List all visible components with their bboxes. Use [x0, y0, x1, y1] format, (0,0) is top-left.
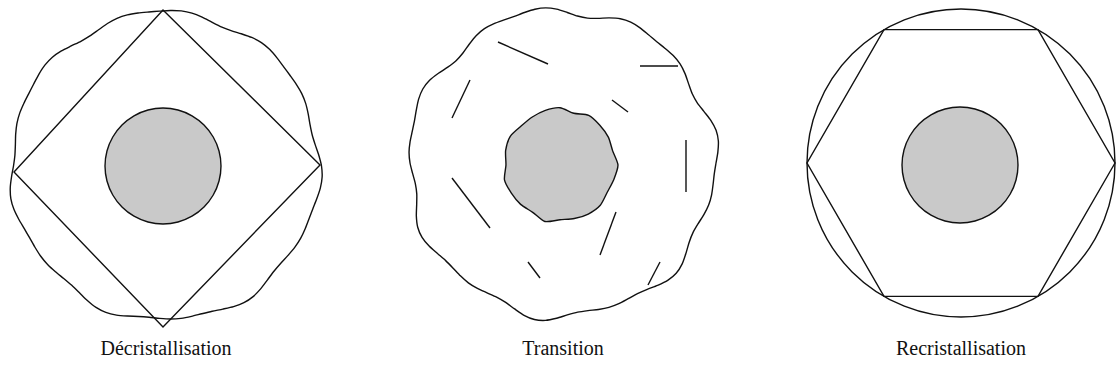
nucleus	[902, 107, 1018, 223]
crystal-fragment	[612, 100, 628, 112]
figure-caption: Décristallisation	[100, 337, 231, 360]
cell-membrane	[807, 9, 1115, 317]
recrystallisation-figure	[807, 9, 1115, 317]
cell-membrane	[409, 8, 718, 321]
square-crystal	[14, 10, 320, 327]
crystal-fragment	[648, 262, 660, 285]
nucleus	[504, 108, 618, 222]
crystal-fragment	[452, 80, 470, 118]
transition-figure	[409, 8, 718, 321]
crystal-fragment	[640, 65, 678, 66]
hexagonal-crystal	[807, 30, 1115, 297]
crystal-fragment	[600, 212, 616, 255]
crystal-fragment	[498, 42, 548, 64]
decrystallisation-figure	[10, 10, 322, 327]
cell-membrane	[10, 11, 322, 319]
figure-caption: Transition	[522, 337, 604, 360]
crystal-fragment	[528, 262, 540, 278]
nucleus	[105, 108, 221, 224]
crystal-fragment	[685, 140, 686, 192]
crystal-fragment	[452, 178, 490, 228]
figure-caption: Recristallisation	[896, 337, 1026, 360]
